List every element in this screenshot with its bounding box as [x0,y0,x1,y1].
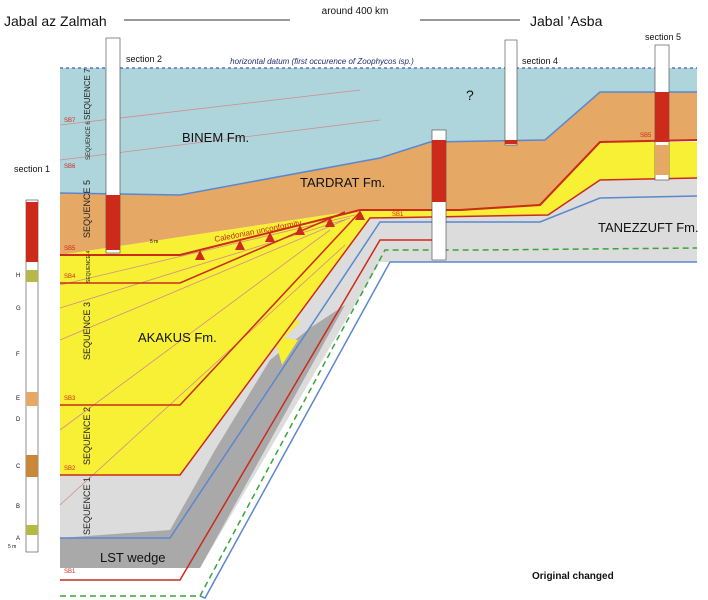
sb2-label: SB2 [64,466,76,472]
marker-c: C [16,464,21,470]
sb2-line [60,177,698,476]
marker-e: E [16,396,20,402]
question-mark: ? [466,87,474,103]
caledonian-unconformity-line [60,139,698,256]
sb1-right-label: SB1 [392,212,404,218]
binem-formation-label: BINEM Fm. [182,130,249,145]
sequence-3-label: SEQUENCE 3 [82,302,92,360]
sequence-4-label: SEQUENCE 4 [86,251,92,283]
sb4-line [60,211,346,284]
tanezzuft-top-blue [60,195,698,539]
distance-label: around 400 km [322,6,389,17]
base-blue-line [199,261,697,599]
sb6-label: SB6 [64,164,76,170]
sb1-line [60,239,440,581]
onlap-arrows [195,210,365,260]
section-1-markers: H G F E D C B A [16,273,21,542]
section-4-label: section 4 [522,56,558,66]
section-2-log [105,37,121,254]
sb3-label: SB3 [64,396,76,402]
section-1-log [25,199,39,553]
internal-correlation-lines [59,89,381,506]
left-locality-title: Jabal az Zalmah [4,13,107,29]
binem-formation-body [60,68,697,195]
section-2-label: section 2 [126,54,162,64]
tardrat-formation-label: TARDRAT Fm. [300,175,385,190]
section-5-label: section 5 [645,32,681,42]
akakus-formation-body [60,142,697,475]
marker-f: F [16,352,20,358]
sequence-boundaries [59,67,698,599]
lst-wedge-body [60,305,345,568]
scale-label-section-2: 5 m [150,239,158,245]
binem-base-line [59,91,697,196]
base-green-dashed [60,247,698,597]
sequence-7-label: SEQUENCE 7 [83,68,92,120]
marker-g: G [16,306,21,312]
sequence-1-label: SEQUENCE 1 [82,477,92,535]
marker-d: D [16,417,21,423]
sb3-line [60,211,361,406]
marker-a: A [16,536,20,542]
sb5-label: SB5 [64,246,76,252]
section-3-log [431,129,447,261]
tardrat-formation-body [60,92,697,255]
akakus-formation-label: AKAKUS Fm. [138,330,217,345]
sb4-label: SB4 [64,274,76,280]
sequence-6-label: SEQUENCE 6 [86,121,92,160]
right-locality-title: Jabal ’Asba [530,13,603,29]
section-5-log [654,44,670,181]
scale-label-section-1: 5 m [8,544,16,550]
sb1-label: SB1 [64,569,76,575]
sequence-2-label: SEQUENCE 2 [82,407,92,465]
datum-label: horizontal datum (first occurence of Zoo… [230,57,414,66]
marker-b: B [16,504,20,510]
original-changed-note: Original changed [532,571,614,582]
akakus-tongue [275,318,300,365]
sb7-label: SB7 [64,118,76,124]
lst-wedge-label: LST wedge [100,550,166,565]
section-1-label: section 1 [14,164,50,174]
section-4-log [504,39,518,146]
sequence-5-label: SEQUENCE 5 [82,180,92,238]
marker-h: H [16,273,20,279]
tanezzuft-formation-label: TANEZZUFT Fm. [598,220,699,235]
sb5-right-label: SB5 [640,133,652,139]
